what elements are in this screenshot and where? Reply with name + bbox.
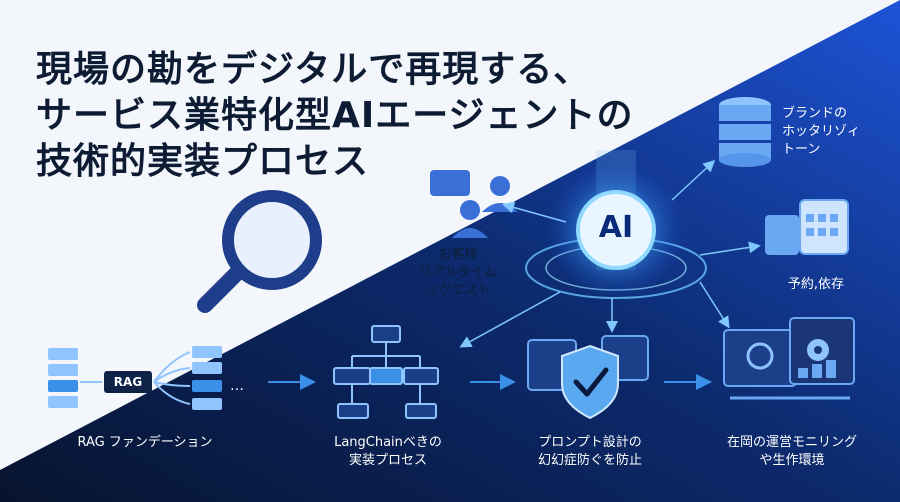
booking-label: 予約,依存 [787, 277, 845, 292]
arrow-hub-to-monitor [699, 281, 730, 329]
shield-check-icon [527, 335, 649, 420]
monitor-label-line-2: や生作環境 [759, 453, 825, 468]
prompt-label-line-1: プロンプト設計の [538, 435, 642, 450]
ai-hub-label: AI [598, 210, 634, 245]
request-label-line-2: リアルタイム [419, 265, 497, 280]
request-label-line-1: お客様 [438, 247, 478, 262]
prompt-label: プロンプト設計の 幻幻症防ぐを防止 [520, 434, 660, 470]
langchain-label: LangChainべきの 実装プロセス [318, 434, 458, 470]
magnifier-icon [197, 190, 322, 313]
langchain-label-line-2: 実装プロセス [348, 453, 427, 468]
langchain-label-line-1: LangChainべきの [334, 435, 442, 450]
brand-label-line-2: ホッタリゾィ [782, 124, 861, 139]
monitor-label: 在岡の運営モニリング や生作環境 [712, 434, 872, 470]
arrow-hub-to-request [502, 201, 567, 223]
ai-hub [525, 150, 707, 300]
rag-list-icon: … [48, 346, 244, 410]
arrow-hub-to-booking [699, 241, 761, 256]
title-line-3: 技術的実装プロセス [36, 141, 370, 182]
brand-label-line-3: トーン [782, 142, 821, 157]
prompt-label-line-2: 幻幻症防ぐを防止 [537, 453, 642, 468]
monitor-gear-icon [723, 317, 855, 400]
monitor-label-line-1: 在岡の運営モニリング [726, 435, 857, 450]
title-line-2: サービス業特化型AIエージェントの [36, 95, 634, 136]
svg-text:…: … [230, 378, 244, 394]
brand-label: ブランドの ホッタリゾィ トーン [782, 105, 860, 159]
database-icon [719, 97, 771, 167]
request-label: お客様 リアルタイム リクエスト [408, 246, 508, 300]
calendar-icon [765, 199, 849, 255]
arrow-hub-to-langchain [459, 291, 561, 348]
rag-label: RAG ファンデーション [77, 435, 213, 450]
request-label-line-3: リクエスト [425, 283, 491, 298]
flowchart-icon [333, 325, 439, 419]
brand-label-line-1: ブランドの [782, 106, 848, 121]
arrow-hub-to-brand [671, 159, 716, 201]
connector-arrows [268, 159, 761, 390]
rag-tag: RAG [104, 371, 152, 393]
title-line-1: 現場の勘をデジタルで再現する、 [36, 49, 591, 90]
